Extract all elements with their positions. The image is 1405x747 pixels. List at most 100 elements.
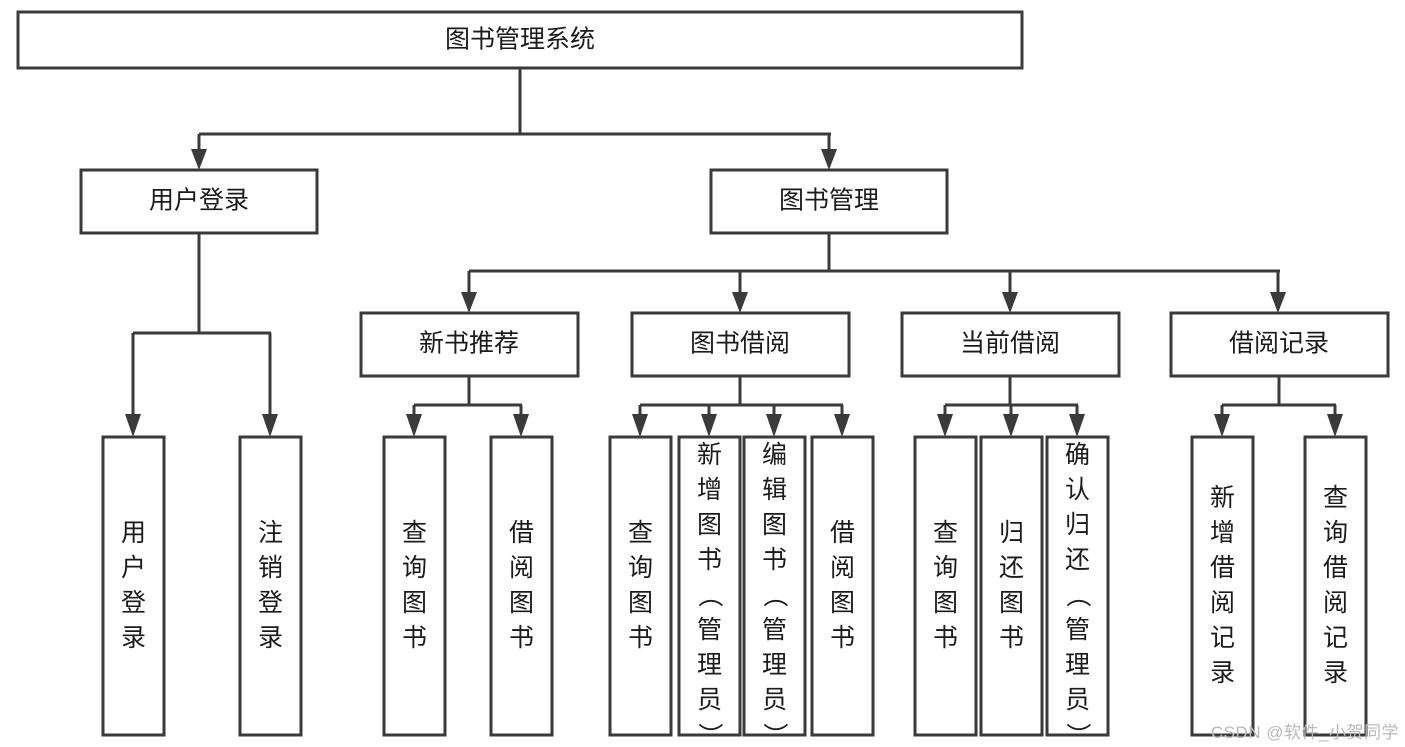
node-leaf-return-book[interactable] <box>979 435 1044 737</box>
node-leaf-edit-book-box[interactable] <box>742 435 807 737</box>
node-leaf-add-record-box[interactable] <box>1190 435 1255 737</box>
node-borrow-record[interactable]: 借阅记录 <box>1169 311 1390 378</box>
svg-text:书: 书 <box>628 624 653 652</box>
svg-text:询: 询 <box>402 554 427 582</box>
svg-text:查: 查 <box>402 519 427 547</box>
svg-text:图: 图 <box>830 589 855 617</box>
svg-text:查: 查 <box>1323 484 1348 512</box>
node-leaf-logout[interactable] <box>238 435 303 737</box>
arrowhead-leaf-query-book-2 <box>632 414 648 437</box>
node-leaf-query-record-box[interactable] <box>1303 435 1368 737</box>
node-root[interactable]: 图书管理系统 <box>16 10 1024 70</box>
svg-text:图: 图 <box>697 511 722 539</box>
node-leaf-edit-book[interactable] <box>742 435 807 737</box>
svg-text:还: 还 <box>1065 546 1090 574</box>
svg-text:注: 注 <box>258 519 283 547</box>
node-leaf-return-book-box[interactable] <box>979 435 1044 737</box>
svg-text:管: 管 <box>762 616 787 644</box>
node-book-manage-box[interactable] <box>709 168 949 235</box>
node-leaf-borrow-book-1[interactable] <box>489 435 554 737</box>
node-leaf-query-book-1[interactable] <box>382 435 447 737</box>
node-new-book-rec[interactable]: 新书推荐 <box>359 311 580 378</box>
svg-text:借: 借 <box>830 519 855 547</box>
arrowhead-leaf-logout <box>262 414 278 437</box>
svg-text:书: 书 <box>509 624 534 652</box>
node-user-login[interactable]: 用户登录 <box>79 168 319 235</box>
node-leaf-borrow-book-1-box[interactable] <box>489 435 554 737</box>
svg-text:新: 新 <box>697 441 722 469</box>
svg-text:新: 新 <box>1210 484 1235 512</box>
node-leaf-confirm-return-box[interactable] <box>1045 435 1110 737</box>
svg-text:理: 理 <box>697 651 722 679</box>
leaf-label-leaf-user-login: 用户登录 <box>121 519 146 652</box>
node-root-box[interactable] <box>16 10 1024 70</box>
node-borrow-record-box[interactable] <box>1169 311 1390 378</box>
svg-text:书: 书 <box>402 624 427 652</box>
arrowhead-book-borrow <box>732 292 748 313</box>
svg-text:书: 书 <box>830 624 855 652</box>
node-leaf-borrow-book-2-box[interactable] <box>810 435 875 737</box>
node-new-book-rec-box[interactable] <box>359 311 580 378</box>
svg-text:录: 录 <box>1323 659 1348 687</box>
node-current-borrow-box[interactable] <box>900 311 1121 378</box>
node-borrow-record-label: 借阅记录 <box>1229 330 1329 358</box>
edges-book-manage-to-level3 <box>461 233 1286 313</box>
arrowhead-leaf-confirm-return <box>1069 414 1085 437</box>
node-current-borrow[interactable]: 当前借阅 <box>900 311 1121 378</box>
node-book-borrow[interactable]: 图书借阅 <box>630 311 851 378</box>
node-book-borrow-label: 图书借阅 <box>690 330 790 358</box>
node-leaf-user-login-box[interactable] <box>101 435 166 737</box>
svg-text:户: 户 <box>121 554 146 582</box>
node-leaf-borrow-book-2[interactable] <box>810 435 875 737</box>
arrowhead-leaf-return-book <box>1003 414 1019 437</box>
svg-text:（: （ <box>1064 582 1092 607</box>
svg-text:归: 归 <box>1065 511 1090 539</box>
node-book-borrow-box[interactable] <box>630 311 851 378</box>
node-leaf-user-login[interactable] <box>101 435 166 737</box>
arrowhead-leaf-user-login <box>125 414 141 437</box>
node-leaf-add-book-box[interactable] <box>677 435 742 737</box>
node-user-login-box[interactable] <box>79 168 319 235</box>
node-leaf-query-book-3-box[interactable] <box>913 435 978 737</box>
node-leaf-query-book-2-box[interactable] <box>608 435 673 737</box>
node-leaf-add-record[interactable] <box>1190 435 1255 737</box>
node-leaf-query-book-1-box[interactable] <box>382 435 447 737</box>
edges-user-login-to-leaves <box>125 233 278 437</box>
svg-text:）: ） <box>761 722 789 747</box>
node-leaf-logout-box[interactable] <box>238 435 303 737</box>
svg-text:查: 查 <box>628 519 653 547</box>
node-leaf-add-book[interactable] <box>677 435 742 737</box>
svg-text:询: 询 <box>1323 519 1348 547</box>
node-leaf-query-record[interactable] <box>1303 435 1368 737</box>
svg-text:增: 增 <box>697 476 722 504</box>
arrowhead-leaf-borrow-book-1 <box>513 414 529 437</box>
svg-text:记: 记 <box>1323 624 1348 652</box>
watermark-text: CSDN @软件_小贺同学 <box>1210 723 1399 742</box>
svg-text:图: 图 <box>509 589 534 617</box>
arrowhead-leaf-edit-book <box>766 414 782 437</box>
svg-text:理: 理 <box>762 651 787 679</box>
node-book-manage[interactable]: 图书管理 <box>709 168 949 235</box>
svg-text:还: 还 <box>999 554 1024 582</box>
node-leaf-confirm-return[interactable] <box>1045 435 1110 737</box>
svg-text:询: 询 <box>628 554 653 582</box>
svg-text:借: 借 <box>1210 554 1235 582</box>
svg-text:图: 图 <box>933 589 958 617</box>
arrowhead-leaf-add-record <box>1214 414 1230 437</box>
svg-text:图: 图 <box>999 589 1024 617</box>
node-leaf-query-book-3[interactable] <box>913 435 978 737</box>
svg-text:阅: 阅 <box>1210 589 1235 617</box>
svg-text:员: 员 <box>697 686 722 714</box>
svg-text:确: 确 <box>1065 441 1090 469</box>
node-leaf-query-book-2[interactable] <box>608 435 673 737</box>
arrowhead-leaf-query-record <box>1327 414 1343 437</box>
svg-text:理: 理 <box>1065 651 1090 679</box>
svg-text:增: 增 <box>1210 519 1235 547</box>
